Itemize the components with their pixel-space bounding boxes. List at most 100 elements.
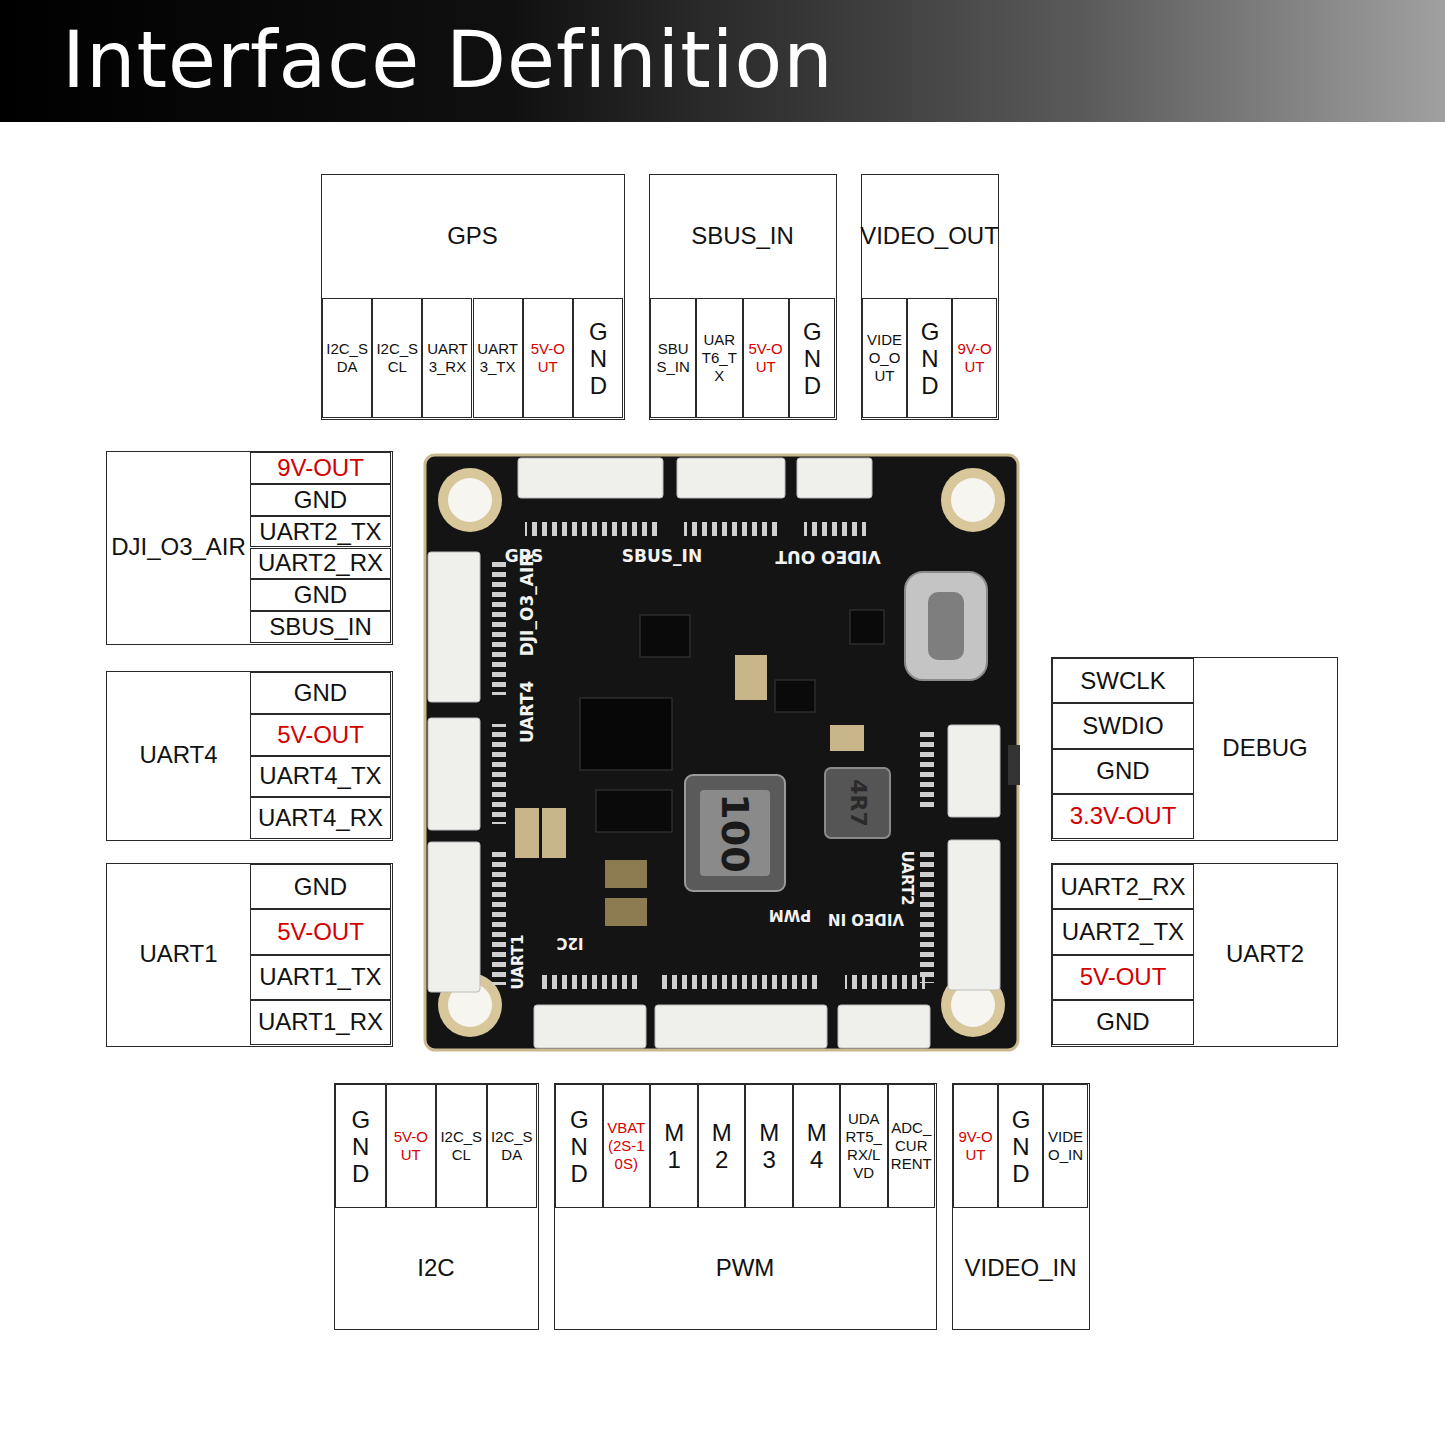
pin-cell: M1 — [650, 1084, 698, 1208]
pin-name: UART6_TX — [697, 331, 741, 385]
pin-cell: UART4_TX — [250, 756, 391, 798]
connector — [428, 842, 480, 992]
pin-name: SBUS_IN — [269, 615, 372, 639]
pin-name: UART2_TX — [1062, 920, 1184, 944]
mount-hole — [438, 468, 502, 532]
pin-cell: VBAT(2S-10S) — [603, 1084, 651, 1208]
connector-table: PWMGNDVBAT(2S-10S)M1M2M3M4UDART5_RX/LVDA… — [554, 1083, 937, 1330]
table-heading: DJI_O3_AIR — [107, 452, 250, 643]
solder-pads — [804, 522, 866, 536]
table-heading: GPS — [322, 175, 623, 298]
table-heading: VIDEO_OUT — [862, 175, 997, 298]
table-heading: UART1 — [107, 864, 250, 1045]
pin-name: I2C_SCL — [437, 1128, 486, 1164]
page-title: Interface Definition — [62, 14, 834, 108]
solder-pads — [920, 732, 934, 810]
inductor — [685, 775, 785, 891]
solder-pads — [492, 560, 506, 695]
pin-cell: SWDIO — [1052, 703, 1194, 748]
connector-table: UART1 GND 5V-OUT UART1_TX UART1_RX — [106, 863, 393, 1047]
pin-cell: M4 — [793, 1084, 841, 1208]
silkscreen-label: DJI_O3_AIR — [519, 554, 536, 657]
pin-cell: GND — [573, 298, 623, 418]
pin-name: GND — [1096, 759, 1149, 783]
pin-name: M4 — [804, 1119, 828, 1173]
pin-cell: 5V-OUT — [523, 298, 573, 418]
pin-name: GND — [800, 318, 824, 399]
connector-table: DJI_O3_AIR9V-OUTGNDUART2_TXUART2_RXGNDSB… — [106, 451, 393, 645]
pin-cell: SWCLK — [1052, 658, 1194, 703]
connector-table: SBUS_INSBUS_INUART6_TX5V-OUTGND — [649, 174, 837, 420]
inductor — [700, 790, 770, 876]
connector — [838, 1005, 930, 1048]
pin-cell: UART1_TX — [250, 955, 391, 1000]
pin-cell: 3.3V-OUT — [1052, 794, 1194, 839]
pin-cell: M2 — [698, 1084, 746, 1208]
table-heading: DEBUG — [1194, 658, 1336, 839]
pin-cell: GND — [998, 1084, 1043, 1208]
pin-name: GND — [586, 318, 610, 399]
pin-cell: GND — [1052, 1000, 1194, 1045]
pin-cell: GND — [789, 298, 835, 418]
pin-cell: 9V-OUT — [953, 1084, 998, 1208]
solder-pads — [525, 522, 657, 536]
pin-cell: SBUS_IN — [650, 298, 696, 418]
connector-table: VIDEO_OUT VIDEO_OUT GND 9V-OUT — [861, 174, 999, 420]
pin-cell: GND — [250, 864, 391, 909]
pin-name: GND — [294, 875, 347, 899]
pin-name: VIDEO_OUT — [863, 331, 906, 385]
solder-pads — [492, 724, 506, 824]
pin-cell: UART2_RX — [250, 548, 391, 580]
pin-cell: 5V-OUT — [743, 298, 789, 418]
connector-table: GPSI2C_SDAI2C_SCLUART3_RXUART3_TX5V-OUTG… — [321, 174, 625, 420]
inductor — [825, 768, 890, 838]
pin-cell: ADC_CURRENT — [888, 1084, 936, 1208]
pin-name: I2C_SCL — [373, 340, 421, 376]
pin-cell: GND — [335, 1084, 386, 1208]
pin-name: UART3_RX — [423, 340, 471, 376]
pin-name: UART2_TX — [259, 520, 381, 544]
solder-pads — [492, 850, 506, 985]
pin-cell: SBUS_IN — [250, 611, 391, 643]
silkscreen-label: VIDEO IN — [828, 911, 904, 926]
silkscreen-label: I2C — [556, 935, 583, 950]
pin-name: 5V-OUT — [387, 1128, 436, 1164]
pin-cell: 5V-OUT — [1052, 955, 1194, 1000]
silkscreen-label: SBUS_IN — [622, 548, 702, 565]
pin-cell: 5V-OUT — [250, 909, 391, 954]
pin-name: UART2_RX — [258, 551, 383, 575]
connector — [677, 458, 785, 498]
pin-cell: UDART5_RX/LVD — [840, 1084, 888, 1208]
capacitor — [735, 655, 767, 700]
connector — [428, 718, 480, 830]
capacitor — [605, 860, 647, 888]
pin-name: 9V-OUT — [953, 340, 996, 376]
pin-cell: 5V-OUT — [386, 1084, 437, 1208]
capacitor — [830, 725, 864, 751]
pin-name: SBUS_IN — [651, 340, 695, 376]
pin-cell: I2C_SDA — [487, 1084, 538, 1208]
connector-table: UART4GND5V-OUTUART4_TXUART4_RX — [106, 671, 393, 841]
pin-cell: UART2_RX — [1052, 864, 1194, 909]
pin-name: GND — [918, 318, 942, 399]
pin-cell: I2C_SCL — [436, 1084, 487, 1208]
capacitor — [605, 898, 647, 926]
pin-cell: M3 — [745, 1084, 793, 1208]
silkscreen-label: VIDEO OUT — [775, 548, 880, 565]
pin-cell: I2C_SDA — [322, 298, 372, 418]
chip — [596, 790, 672, 832]
usb-c-port — [905, 572, 987, 680]
pin-cell: I2C_SCL — [372, 298, 422, 418]
pin-name: UART1_RX — [258, 1010, 383, 1034]
pin-name: 5V-OUT — [277, 723, 364, 747]
connector-table: I2CGND5V-OUTI2C_SCLI2C_SDA — [334, 1083, 539, 1330]
connector — [948, 725, 1000, 817]
pin-name: UART1_TX — [259, 965, 381, 989]
table-heading: VIDEO_IN — [953, 1208, 1088, 1328]
silkscreen-label: UART4 — [519, 681, 536, 743]
pin-cell: VIDEO_OUT — [862, 298, 907, 418]
pin-cell: 9V-OUT — [250, 452, 391, 484]
pin-cell: UART2_TX — [1052, 909, 1194, 954]
pin-name: 3.3V-OUT — [1070, 804, 1177, 828]
pin-name: I2C_SDA — [488, 1128, 537, 1164]
